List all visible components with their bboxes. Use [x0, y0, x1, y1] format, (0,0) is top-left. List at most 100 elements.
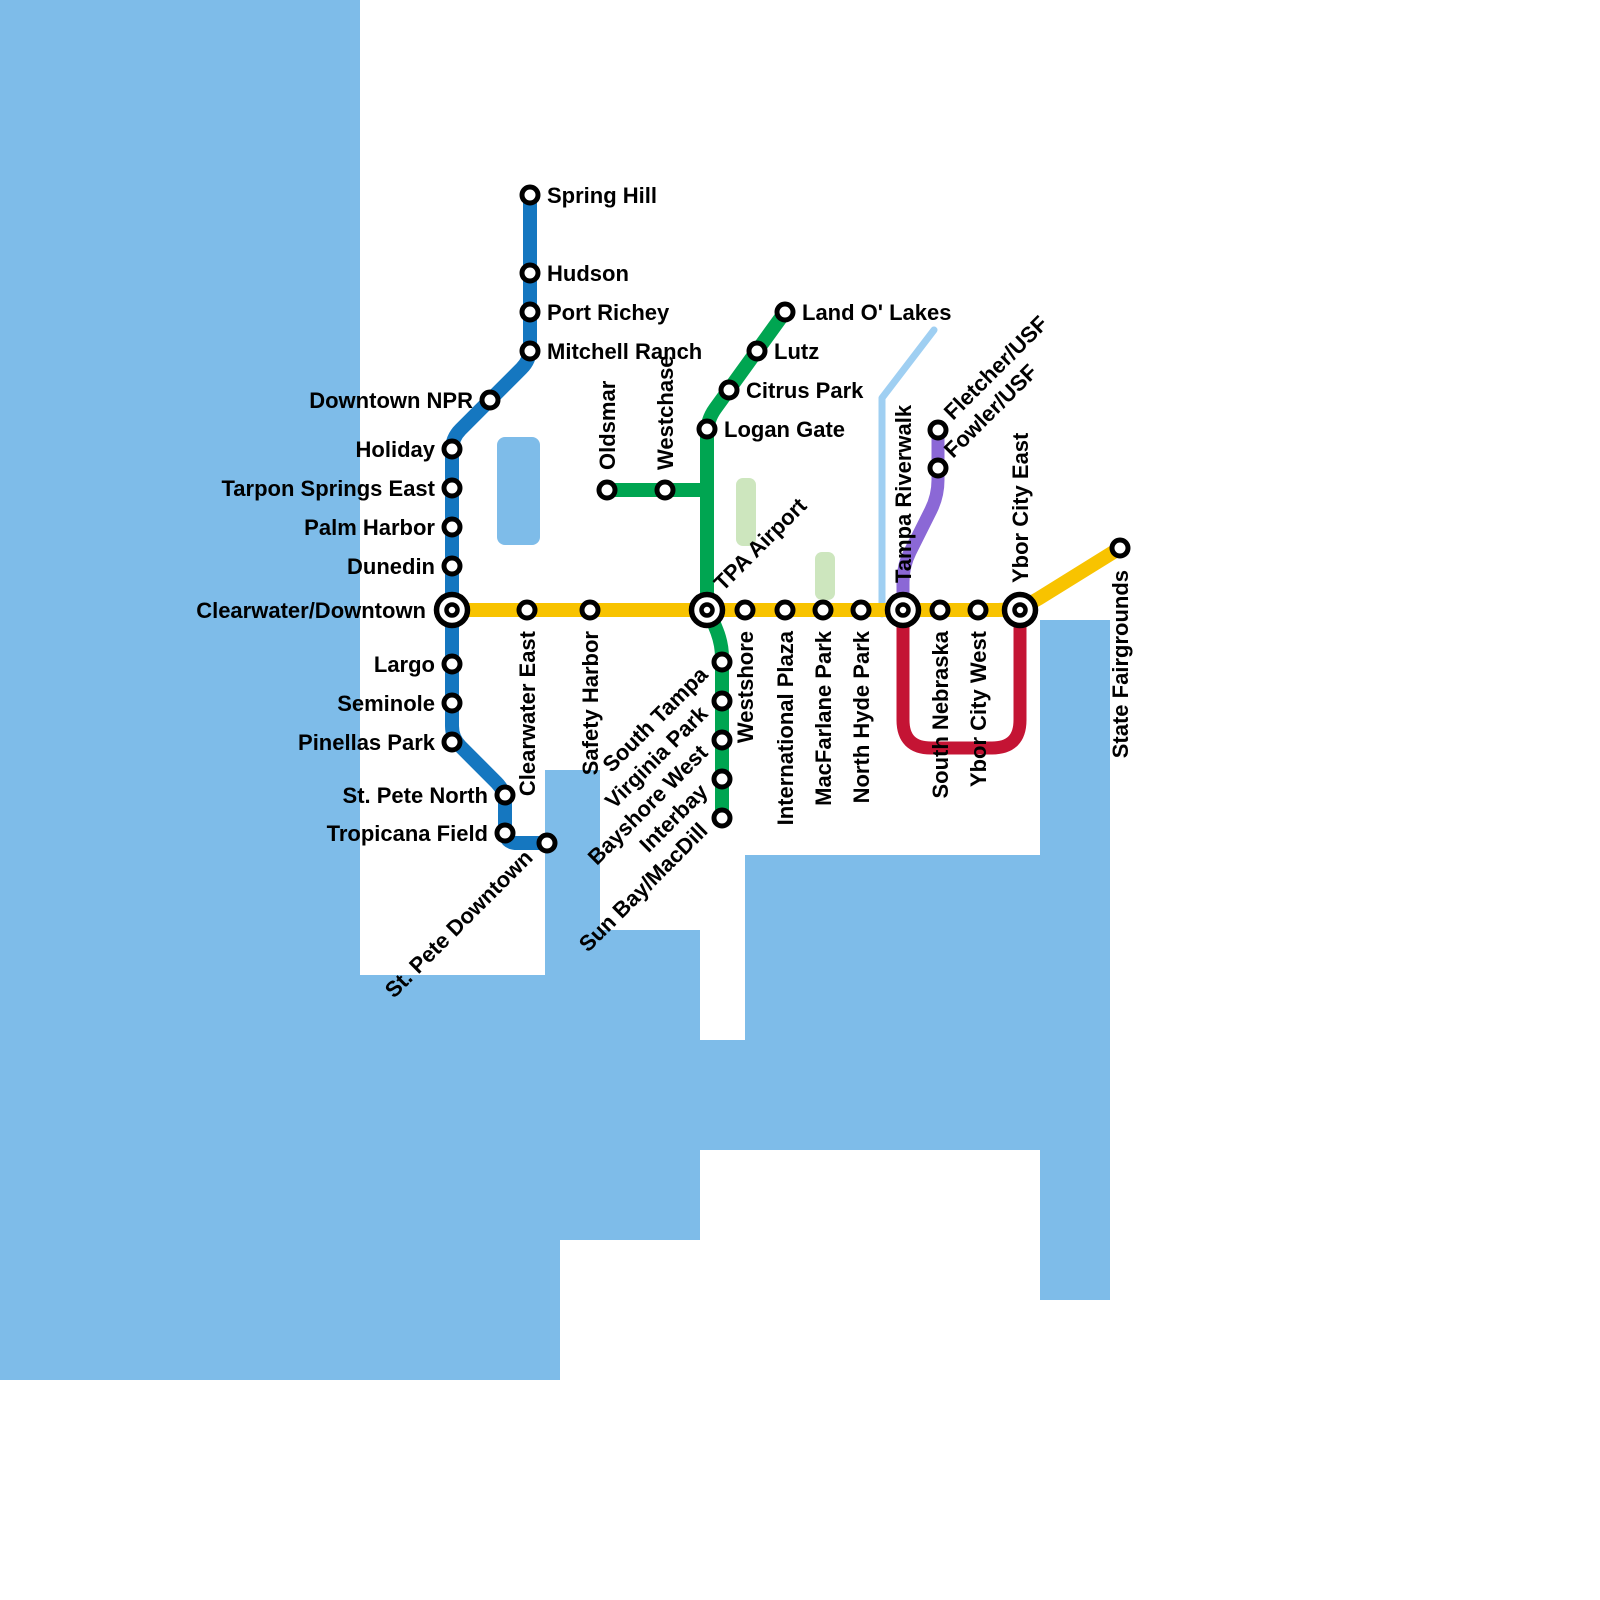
station-spring-hill — [519, 184, 541, 206]
station-label-hudson: Hudson — [547, 261, 629, 286]
station-layer — [433, 184, 1131, 854]
station-st-pete-north — [494, 784, 516, 806]
station-citrus-park — [718, 379, 740, 401]
station-interbay — [711, 768, 733, 790]
station-marker — [696, 418, 718, 440]
station-largo — [441, 653, 463, 675]
station-clearwater-downtown — [433, 591, 471, 629]
station-marker — [711, 729, 733, 751]
station-label-ybor-city-east: Ybor City East — [1008, 432, 1033, 583]
station-label-clearwater-east: Clearwater East — [515, 630, 540, 796]
interchange-marker-inner — [699, 602, 715, 618]
red-line — [896, 603, 1027, 755]
station-ybor-city-west — [967, 599, 989, 621]
station-marker — [519, 340, 541, 362]
station-marker — [596, 479, 618, 501]
station-marker — [519, 184, 541, 206]
station-label-tarpon-springs-east: Tarpon Springs East — [221, 476, 435, 501]
station-marker — [967, 599, 989, 621]
station-label-safety-harbor: Safety Harbor — [578, 631, 603, 776]
station-label-st-pete-north: St. Pete North — [343, 783, 488, 808]
station-ybor-city-east — [1001, 591, 1039, 629]
station-tampa-riverwalk — [884, 591, 922, 629]
station-international-plaza — [774, 599, 796, 621]
station-label-westchase: Westchase — [653, 355, 678, 470]
station-marker — [1109, 537, 1131, 559]
station-marker — [711, 690, 733, 712]
park-east — [815, 552, 835, 600]
station-safety-harbor — [579, 599, 601, 621]
station-marker — [927, 419, 949, 441]
station-virginia-park — [711, 690, 733, 712]
station-marker — [774, 301, 796, 323]
station-seminole — [441, 692, 463, 714]
station-label-north-hyde-park: North Hyde Park — [849, 630, 874, 803]
station-bayshore-west — [711, 729, 733, 751]
station-label-tampa-riverwalk: Tampa Riverwalk — [891, 404, 916, 583]
station-marker — [519, 301, 541, 323]
station-port-richey — [519, 301, 541, 323]
station-label-westshore: Westshore — [733, 631, 758, 743]
station-label-mitchell-ranch: Mitchell Ranch — [547, 339, 702, 364]
station-marker — [441, 653, 463, 675]
interchange-marker-inner — [444, 602, 460, 618]
purple-line — [896, 423, 945, 617]
station-sun-bay-macdill — [711, 807, 733, 829]
station-marker — [850, 599, 872, 621]
station-label-logan-gate: Logan Gate — [724, 417, 845, 442]
station-fletcher-usf — [927, 419, 949, 441]
station-holiday — [441, 438, 463, 460]
station-marker — [734, 599, 756, 621]
station-label-spring-hill: Spring Hill — [547, 183, 657, 208]
station-marker — [516, 599, 538, 621]
station-label-citrus-park: Citrus Park — [746, 378, 864, 403]
station-tropicana-field — [494, 822, 516, 844]
water-layer — [0, 0, 1110, 1380]
tampa-bay — [360, 620, 1110, 1380]
station-hudson — [519, 262, 541, 284]
station-label-lutz: Lutz — [774, 339, 819, 364]
station-label-macfarlane-park: MacFarlane Park — [811, 630, 836, 806]
station-marker — [494, 822, 516, 844]
station-marker — [536, 832, 558, 854]
station-palm-harbor — [441, 516, 463, 538]
lake-tarpon — [497, 437, 540, 545]
station-dunedin — [441, 555, 463, 577]
station-label-international-plaza: International Plaza — [773, 630, 798, 825]
station-lutz — [746, 340, 768, 362]
station-south-tampa — [711, 651, 733, 673]
station-label-tpa-airport: TPA Airport — [709, 492, 812, 595]
station-label-state-fairgrounds: State Fairgrounds — [1108, 570, 1133, 758]
station-marker — [812, 599, 834, 621]
park-west — [736, 478, 756, 546]
station-logan-gate — [696, 418, 718, 440]
station-south-nebraska — [929, 599, 951, 621]
station-tpa-airport — [688, 591, 726, 629]
station-marker — [654, 479, 676, 501]
station-label-land-o-lakes: Land O' Lakes — [802, 300, 952, 325]
interchange-marker-inner — [1012, 602, 1028, 618]
station-label-seminole: Seminole — [337, 691, 435, 716]
station-marker — [519, 262, 541, 284]
station-label-palm-harbor: Palm Harbor — [304, 515, 435, 540]
station-oldsmar — [596, 479, 618, 501]
station-westshore — [734, 599, 756, 621]
station-clearwater-east — [516, 599, 538, 621]
gulf-of-mexico — [0, 0, 360, 1380]
station-marker — [441, 516, 463, 538]
station-label-oldsmar: Oldsmar — [595, 380, 620, 470]
station-marker — [441, 692, 463, 714]
station-label-largo: Largo — [374, 652, 435, 677]
interchange-marker-inner — [895, 602, 911, 618]
station-marker — [441, 731, 463, 753]
station-marker — [927, 457, 949, 479]
station-marker — [579, 599, 601, 621]
station-marker — [711, 768, 733, 790]
station-marker — [479, 389, 501, 411]
station-fowler-usf — [927, 457, 949, 479]
station-marker — [494, 784, 516, 806]
station-st-pete-downtown — [536, 832, 558, 854]
station-macfarlane-park — [812, 599, 834, 621]
station-marker — [441, 555, 463, 577]
